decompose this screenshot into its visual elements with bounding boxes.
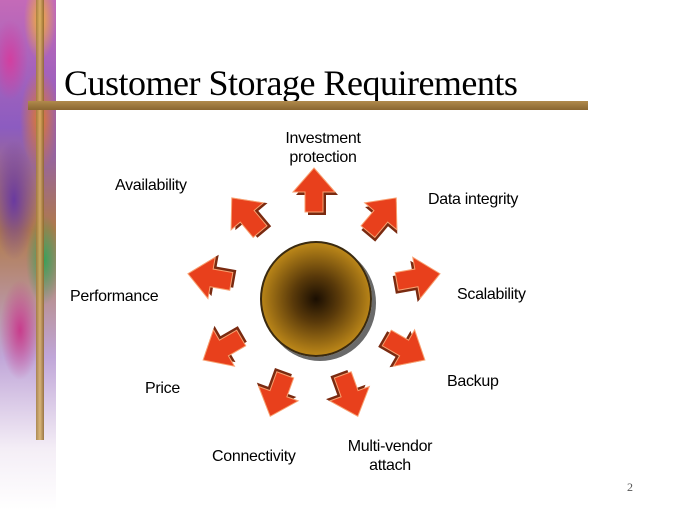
slide-title: Customer Storage Requirements — [64, 63, 518, 103]
arrow-body — [187, 256, 234, 300]
label-backup: Backup — [447, 373, 499, 390]
label-multi-vendor-attach: Multi-vendor attach — [347, 438, 433, 474]
arrow-investment-protection — [291, 167, 338, 215]
center-circle — [260, 241, 372, 357]
arrow-body — [381, 328, 426, 367]
label-data-integrity: Data integrity — [428, 191, 519, 208]
arrow-performance — [187, 254, 237, 300]
arrow-body — [360, 197, 398, 239]
label-scalability: Scalability — [457, 286, 526, 303]
label-price: Price — [145, 380, 180, 397]
label-availability: Availability — [115, 177, 187, 194]
arrow-backup — [378, 328, 426, 368]
label-connectivity: Connectivity — [212, 448, 296, 465]
page-number: 2 — [627, 480, 633, 494]
arrow-body — [230, 197, 268, 239]
arrow-scalability — [392, 256, 441, 303]
arrow-price — [202, 325, 247, 367]
arrow-body — [291, 167, 337, 213]
arrow-data-integrity — [360, 197, 398, 242]
arrow-multi-vendor-attach — [326, 370, 371, 417]
vertical-accent-bar — [36, 0, 44, 440]
arrow-availability — [230, 197, 272, 239]
arrow-body — [328, 371, 371, 417]
arrow-body — [394, 256, 441, 300]
label-performance: Performance — [70, 288, 159, 305]
arrow-body — [202, 328, 247, 367]
label-investment-protection: Investment protection — [285, 130, 361, 166]
decorative-side-strip — [0, 0, 56, 510]
arrow-body — [257, 371, 300, 417]
arrow-connectivity — [256, 367, 300, 417]
title-underline-bar — [28, 101, 588, 110]
